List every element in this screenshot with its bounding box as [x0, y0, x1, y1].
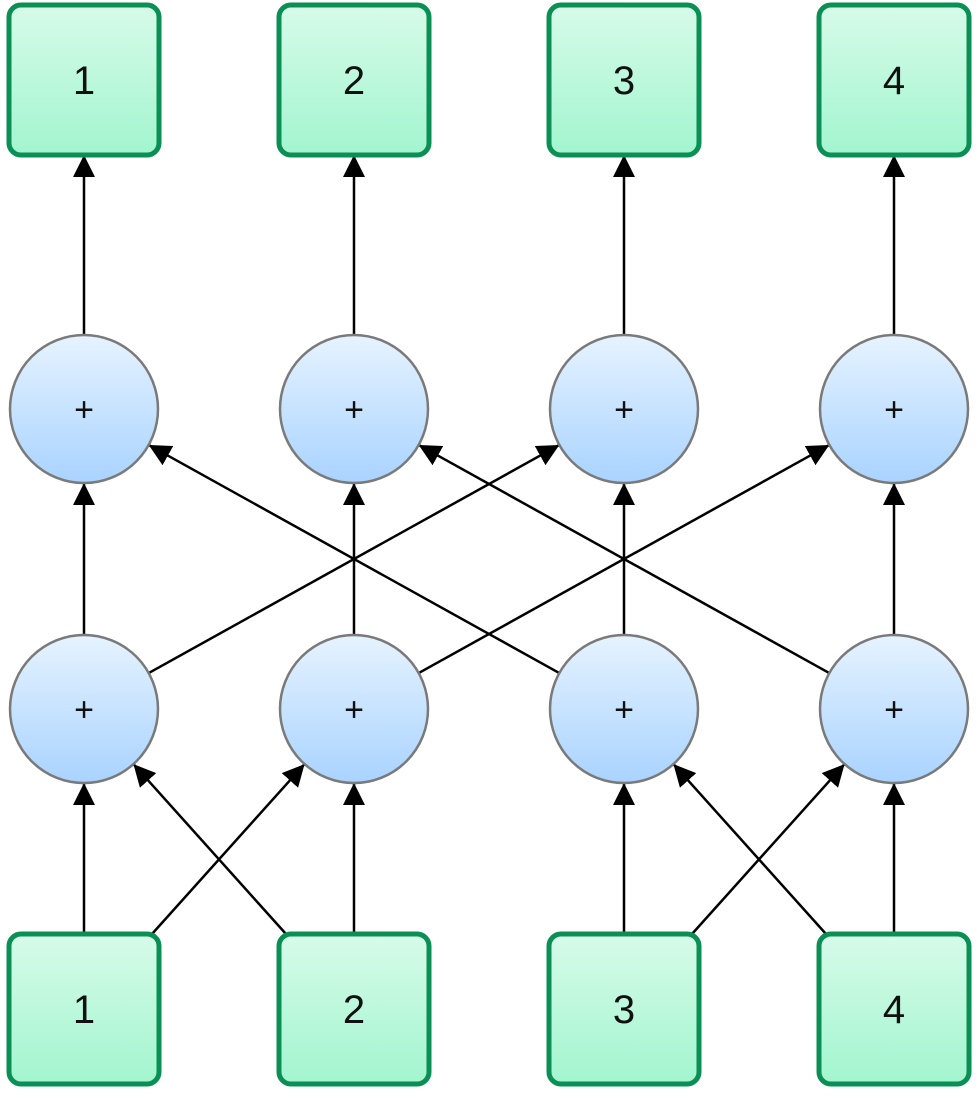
- input-box-2-label: 2: [343, 988, 365, 1032]
- input-box-3-label: 3: [613, 988, 635, 1032]
- edge-input-2-cross-stage1-1: [132, 763, 287, 935]
- output-box-3: 3: [546, 2, 702, 158]
- stage2-add-node-1: +: [8, 333, 160, 485]
- stage1-add-node-1: +: [8, 633, 160, 785]
- input-box-2: 2: [276, 931, 432, 1087]
- edge-stage1-4-cross-stage2-2: [418, 443, 830, 675]
- stage1-add-node-3-label: +: [614, 691, 634, 729]
- edge-input-4-cross-stage1-3: [672, 763, 827, 935]
- output-box-2-label: 2: [343, 59, 365, 103]
- output-box-1-label: 1: [73, 59, 95, 103]
- stage2-add-node-4-label: +: [884, 391, 904, 429]
- input-box-4: 4: [816, 931, 972, 1087]
- nodes: 1 2 3 4 + + + + + + + +1 2 3 4: [6, 2, 972, 1087]
- stage1-add-node-3: +: [548, 633, 700, 785]
- input-box-4-label: 4: [883, 988, 905, 1032]
- edges: [73, 155, 905, 935]
- stage1-add-node-4-label: +: [884, 691, 904, 729]
- stage1-add-node-2-label: +: [344, 691, 364, 729]
- output-box-1: 1: [6, 2, 162, 158]
- stage1-add-node-4: +: [818, 633, 970, 785]
- stage2-add-node-3: +: [548, 333, 700, 485]
- output-box-4-label: 4: [883, 59, 905, 103]
- stage2-add-node-2: +: [278, 333, 430, 485]
- output-box-2: 2: [276, 2, 432, 158]
- output-box-3-label: 3: [613, 59, 635, 103]
- edge-input-3-cross-stage1-4: [691, 763, 846, 935]
- stage1-add-node-1-label: +: [74, 691, 94, 729]
- stage2-add-node-4: +: [818, 333, 970, 485]
- input-box-1: 1: [6, 931, 162, 1087]
- input-box-3: 3: [546, 931, 702, 1087]
- stage2-add-node-3-label: +: [614, 391, 634, 429]
- stage2-add-node-1-label: +: [74, 391, 94, 429]
- edge-input-1-cross-stage1-2: [151, 763, 306, 935]
- output-box-4: 4: [816, 2, 972, 158]
- stage2-add-node-2-label: +: [344, 391, 364, 429]
- input-box-1-label: 1: [73, 988, 95, 1032]
- stage1-add-node-2: +: [278, 633, 430, 785]
- edge-stage1-3-cross-stage2-1: [148, 443, 560, 675]
